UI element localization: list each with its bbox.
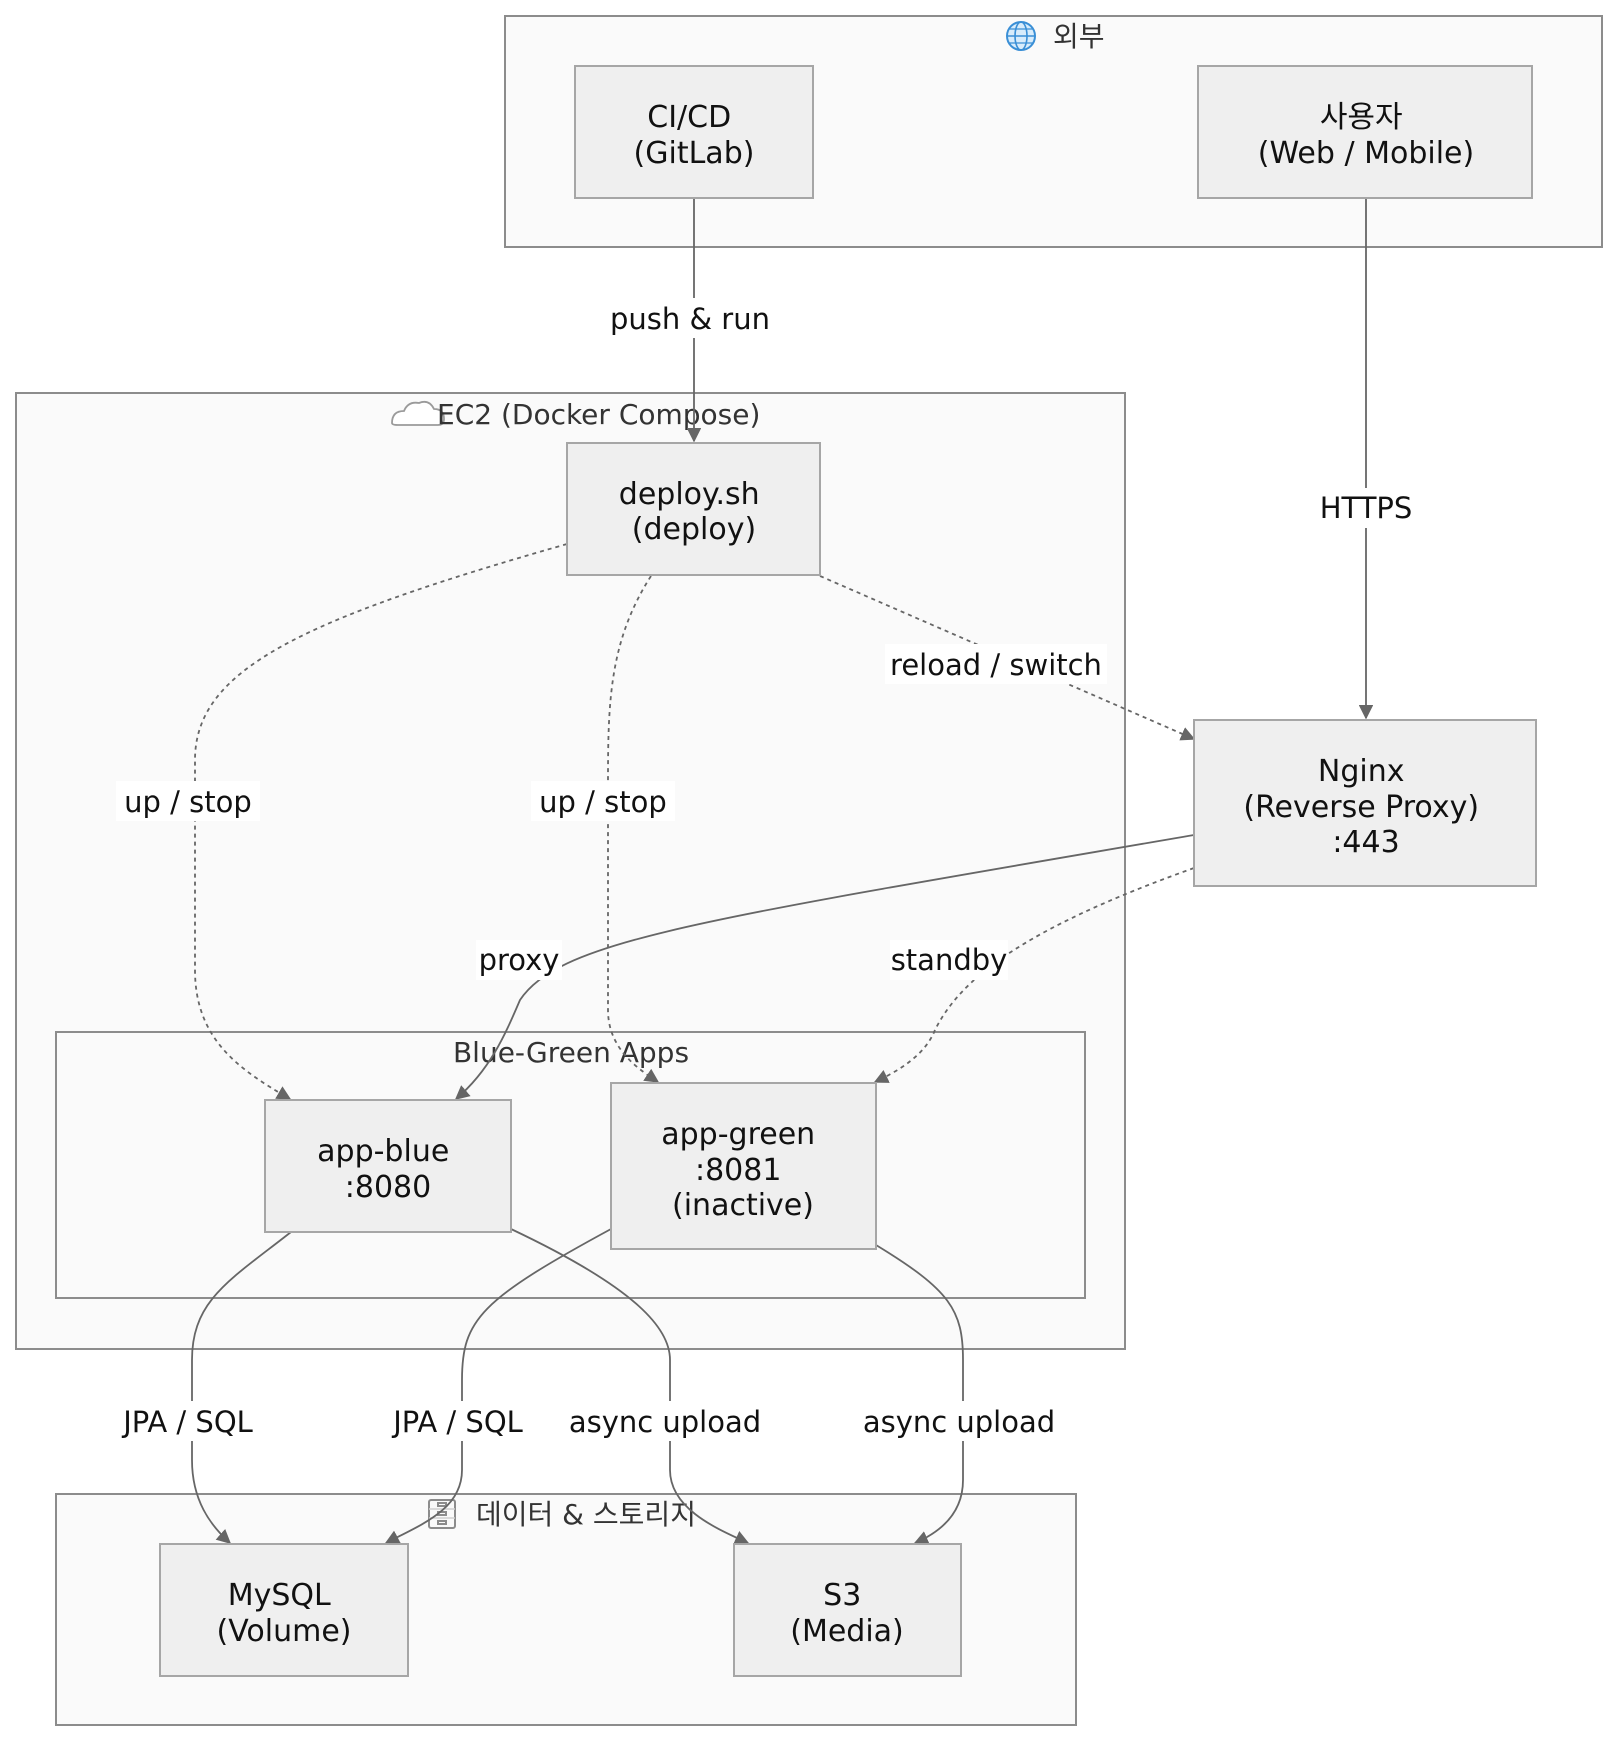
cluster-bluegreen-title: Blue-Green Apps <box>453 1036 689 1069</box>
edge-label-green-s3: async upload <box>863 1405 1055 1439</box>
cluster-bluegreen: Blue-Green Apps <box>55 1031 1086 1299</box>
edge-green-s3 <box>875 1244 964 1545</box>
node-mysql[interactable]: MySQL (Volume) <box>159 1543 409 1677</box>
edge-label-blue-s3: async upload <box>569 1405 761 1439</box>
svg-text:사용자 (Web / Mobile): 사용자 (Web / Mobile) <box>1258 100 1474 171</box>
edge-label-up-green: up / stop <box>539 785 667 819</box>
node-app-green[interactable]: app-green :8081 (inactive) <box>610 1082 877 1250</box>
node-nginx-line-3: :443 <box>1332 825 1399 860</box>
node-mysql-line-1: MySQL <box>228 1578 331 1613</box>
edge-label-up-blue: up / stop <box>124 785 252 819</box>
node-nginx-line-2: (Reverse Proxy) <box>1243 790 1479 825</box>
node-user-line-2: (Web / Mobile) <box>1258 136 1474 171</box>
node-deploy[interactable]: deploy.sh (deploy) <box>566 442 821 576</box>
node-cicd-line-2: (GitLab) <box>634 136 755 171</box>
svg-text:CI/CD (GitLab): CI/CD (GitLab) <box>634 100 755 171</box>
edge-up-blue <box>194 543 568 1100</box>
node-deploy-line-2: (deploy) <box>632 512 756 547</box>
node-s3-line-2: (Media) <box>790 1614 904 1649</box>
node-user-line-1: 사용자 <box>1320 100 1403 135</box>
svg-text:Nginx (Reverse Proxy): Nginx (Reverse Proxy) :443 <box>1243 754 1488 860</box>
svg-text:deploy.sh (deploy): deploy.sh (deploy) <box>619 477 769 547</box>
node-s3-line-1: S3 <box>823 1578 861 1613</box>
node-deploy-line-1: deploy.sh <box>619 477 760 512</box>
node-app-green-line-2: :8081 <box>695 1153 781 1188</box>
node-s3[interactable]: S3 (Media) <box>733 1543 962 1677</box>
node-cicd[interactable]: CI/CD (GitLab) <box>574 65 814 199</box>
node-app-green-line-1: app-green <box>661 1117 815 1152</box>
edge-standby <box>873 867 1195 1083</box>
node-cicd-line-1: CI/CD <box>647 100 731 135</box>
node-app-blue[interactable]: app-blue :8080 <box>264 1099 512 1233</box>
cluster-external-title: 외부 <box>1053 20 1105 53</box>
svg-text:app-green :8081 (i: app-green :8081 (inactive) <box>661 1117 825 1223</box>
cluster-data-title: 데이터 & 스토리지 <box>476 1498 696 1531</box>
node-app-blue-line-2: :8080 <box>345 1170 431 1205</box>
svg-text:MySQL (Volume): MySQL (Volume) <box>217 1578 352 1649</box>
node-user[interactable]: 사용자 (Web / Mobile) <box>1197 65 1533 199</box>
node-nginx-line-1: Nginx <box>1318 754 1405 789</box>
node-mysql-line-2: (Volume) <box>217 1614 352 1649</box>
svg-text:S3 (Media): S3 (Media) <box>790 1578 904 1649</box>
cluster-ec2-title: EC2 (Docker Compose) <box>437 398 760 431</box>
cabinet-icon <box>428 1499 456 1529</box>
edge-label-push: push & run <box>610 302 770 336</box>
edge-label-https: HTTPS <box>1320 491 1413 525</box>
edge-blue-sql <box>191 1231 292 1544</box>
edge-label-standby: standby <box>891 943 1008 977</box>
edge-up-green <box>607 575 660 1083</box>
node-app-blue-line-1: app-blue <box>317 1134 449 1169</box>
edge-green-sql <box>384 1228 612 1544</box>
svg-text:app-blue :8080: app-blue :8080 <box>317 1134 459 1205</box>
edges <box>191 199 1374 1545</box>
node-app-green-line-3: (inactive) <box>672 1188 814 1223</box>
edge-label-green-sql: JPA / SQL <box>391 1405 523 1439</box>
node-nginx[interactable]: Nginx (Reverse Proxy) :443 <box>1193 719 1537 887</box>
edge-label-proxy: proxy <box>479 943 560 977</box>
globe-icon <box>1006 21 1036 51</box>
edge-proxy <box>454 834 1195 1100</box>
edge-blue-s3 <box>510 1228 750 1545</box>
edge-labels: push & run HTTPS reload / switch up / st… <box>116 298 1420 1441</box>
edge-label-blue-sql: JPA / SQL <box>121 1405 253 1439</box>
edge-label-reload: reload / switch <box>890 648 1102 682</box>
cloud-icon <box>391 400 445 426</box>
